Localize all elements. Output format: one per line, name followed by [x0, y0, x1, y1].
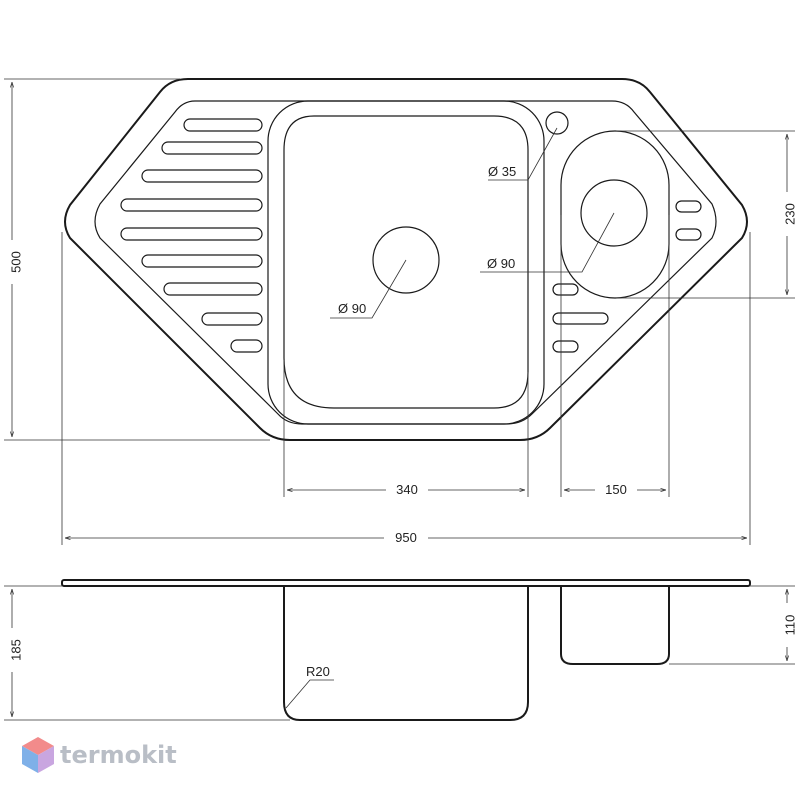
- dim-small-bowl-height: 230: [616, 130, 798, 299]
- dim-overall-height: 500: [2, 78, 270, 441]
- small-drain-label: Ø 90: [487, 256, 515, 271]
- sink-rim-profile: [61, 579, 751, 587]
- diameter-leaders: [330, 127, 615, 319]
- dim-main-depth: 185: [2, 585, 290, 721]
- left-drain-grooves: [120, 118, 263, 353]
- dim-main-bowl-width-label: 340: [396, 482, 418, 497]
- side-view: R20: [61, 579, 751, 721]
- small-bowl: [560, 130, 670, 299]
- dim-small-depth-label: 110: [782, 615, 797, 636]
- tap-hole: [545, 111, 569, 135]
- dim-main-bowl-width: 340: [283, 360, 529, 497]
- brand-logo: termokit: [22, 737, 177, 773]
- dim-small-bowl-width-label: 150: [605, 482, 627, 497]
- main-drain: [372, 226, 440, 294]
- tap-hole-label: Ø 35: [488, 164, 516, 179]
- main-bowl-inner: [283, 115, 529, 409]
- top-view: Ø 35 Ø 90 Ø 90: [64, 78, 748, 441]
- small-bowl-profile: [560, 586, 670, 665]
- main-drain-label: Ø 90: [338, 301, 366, 316]
- dim-small-bowl-height-label: 230: [782, 203, 797, 225]
- dim-small-depth: 110: [669, 585, 798, 665]
- small-drain: [580, 179, 648, 247]
- dim-overall-height-label: 500: [8, 251, 23, 273]
- right-drain-grooves: [552, 200, 702, 353]
- dim-overall-width-label: 950: [395, 530, 417, 545]
- brand-name: termokit: [60, 741, 177, 769]
- dim-overall-width: 950: [61, 232, 751, 545]
- corner-radius-label: R20: [306, 664, 330, 679]
- cube-icon: [22, 737, 54, 773]
- sink-inner-contour: [94, 100, 717, 425]
- main-bowl-profile: [283, 586, 529, 721]
- dim-small-bowl-width: 150: [560, 215, 670, 497]
- dim-main-depth-label: 185: [8, 639, 23, 661]
- sink-outer-contour: [64, 78, 748, 441]
- main-bowl-outer: [267, 100, 545, 425]
